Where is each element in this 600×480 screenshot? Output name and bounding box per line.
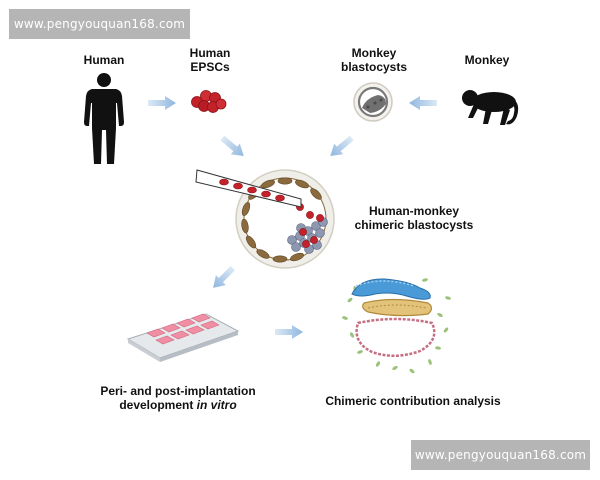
arrow-right-1 (148, 96, 176, 110)
arrow-down-left-1 (325, 132, 357, 162)
label-human-epscs-line1: Human (189, 46, 231, 60)
watermark-top: www.pengyouquan168.com (9, 9, 190, 39)
label-chimeric-line2: chimeric blastocysts (354, 218, 474, 232)
label-peri-implantation: Peri- and post-implantation development … (88, 384, 268, 412)
culture-plate-icon (126, 313, 240, 362)
label-chimeric-analysis: Chimeric contribution analysis (325, 394, 501, 408)
label-chimeric-line1: Human-monkey (368, 204, 460, 218)
embryo-section-icon (342, 278, 451, 374)
label-peri-line2-prefix: development (119, 398, 197, 412)
arrow-right-2 (275, 325, 303, 339)
micropipette-icon (195, 169, 302, 208)
human-silhouette-icon (84, 73, 124, 164)
label-monkey-blastocysts: Monkey blastocysts (322, 46, 426, 74)
label-peri-line2-italic: in vitro (196, 398, 237, 412)
label-monkey-blastocysts-line1: Monkey (351, 46, 397, 60)
label-chimeric-blastocysts: Human-monkey chimeric blastocysts (348, 204, 480, 232)
monkey-silhouette-icon (462, 90, 519, 125)
label-peri-line2: development in vitro (88, 398, 268, 412)
arrow-left-1 (409, 96, 437, 110)
label-human: Human (83, 53, 125, 67)
label-human-epscs-line2: EPSCs (190, 60, 230, 74)
cell-cluster-icon (191, 90, 227, 113)
label-monkey-blastocysts-line2: blastocysts (340, 60, 408, 74)
watermark-bottom: www.pengyouquan168.com (411, 440, 590, 470)
label-monkey: Monkey (464, 53, 510, 67)
arrow-down-right (217, 132, 249, 162)
arrow-down-left-2 (208, 263, 238, 293)
blastocyst-icon (353, 82, 393, 122)
label-human-epscs: Human EPSCs (172, 46, 248, 74)
label-peri-line1: Peri- and post-implantation (100, 384, 256, 398)
